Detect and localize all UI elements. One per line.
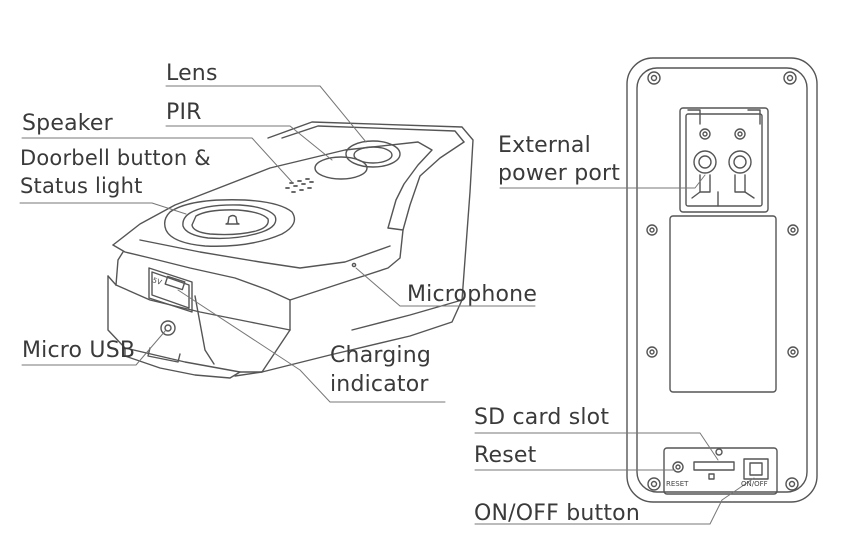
label-pir: PIR	[166, 100, 202, 125]
label-microphone: Microphone	[407, 282, 538, 307]
label-onoff-button: ON/OFF button	[474, 501, 640, 526]
doorbell-front-view	[107, 121, 474, 379]
reset-tag: RESET	[666, 480, 689, 488]
label-external-line1: External	[498, 133, 591, 158]
onoff-tag: ON/OFF	[741, 480, 768, 488]
label-charging-line2: indicator	[330, 372, 429, 397]
label-external-line2: power port	[498, 161, 621, 186]
label-lens: Lens	[166, 61, 218, 86]
label-doorbell-line2: Status light	[20, 174, 143, 198]
label-micro-usb: Micro USB	[22, 338, 136, 363]
label-charging-line1: Charging	[330, 343, 432, 368]
label-sd-card-slot: SD card slot	[474, 405, 610, 430]
label-doorbell-line1: Doorbell button &	[20, 146, 211, 170]
doorbell-back-view	[626, 57, 818, 503]
usb-tag: 5V	[151, 276, 162, 287]
leader-lines	[19, 85, 755, 525]
label-speaker: Speaker	[22, 111, 113, 136]
label-reset: Reset	[474, 443, 537, 468]
